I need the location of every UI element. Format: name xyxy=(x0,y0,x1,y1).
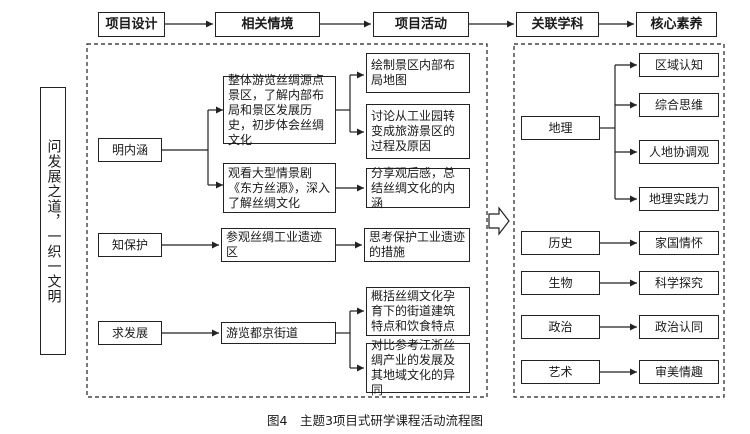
literacy-integrated-thinking: 综合思维 xyxy=(639,93,719,117)
context-box-dujing-street: 游览都京街道 xyxy=(221,322,336,344)
side-title: 问发展之道，一织一文明 xyxy=(40,87,66,355)
subject-geography: 地理 xyxy=(521,116,600,140)
literacy-regional-cognition: 区域认知 xyxy=(639,53,719,77)
subject-politics: 政治 xyxy=(521,315,600,339)
literacy-geographic-practice: 地理实践力 xyxy=(639,187,719,211)
activity-box-share-reflection: 分享观后感，总结丝绸文化的内涵 xyxy=(366,166,470,210)
phase-know-protection: 知保护 xyxy=(98,233,162,257)
activity-box-summarize-features: 概括丝绸文化孕育下的街道建筑特点和饮食特点 xyxy=(366,287,470,336)
activity-box-discuss-transformation: 讨论从工业园转变成旅游景区的过程及原因 xyxy=(366,104,470,159)
header-related-context: 相关情境 xyxy=(215,12,320,37)
figure-caption: 图4 主题3项目式研学课程活动流程图 xyxy=(267,413,483,428)
activity-box-draw-map: 绘制景区内部布局地图 xyxy=(366,53,470,93)
header-core-literacy: 核心素养 xyxy=(636,12,717,37)
context-box-industrial-relics: 参观丝绸工业遗迹区 xyxy=(221,228,336,262)
activity-box-compare-regions: 对比参考江浙丝绸产业的发展及其地域文化的异同 xyxy=(366,338,470,397)
context-box-watch-drama: 观看大型情景剧《东方丝源》，深入了解丝绸文化 xyxy=(223,163,336,213)
context-box-scenic-tour: 整体游览丝绸源点景区，了解内部布局和景区发展历史，初步体会丝绸文化 xyxy=(223,73,336,147)
literacy-human-earth-harmony: 人地协调观 xyxy=(639,140,719,164)
phase-understand-connotation: 明内涵 xyxy=(98,138,162,162)
phase-seek-development: 求发展 xyxy=(98,321,162,345)
literacy-aesthetic-taste: 审美情趣 xyxy=(639,360,719,384)
subject-biology: 生物 xyxy=(521,271,600,295)
transition-arrow xyxy=(488,206,510,236)
subject-art: 艺术 xyxy=(521,360,600,384)
header-project-design: 项目设计 xyxy=(98,12,165,37)
literacy-political-identity: 政治认同 xyxy=(639,315,719,339)
literacy-patriotism: 家国情怀 xyxy=(639,231,719,255)
activity-box-protection-measures: 思考保护工业遗迹的措施 xyxy=(364,228,470,262)
left-group-frame xyxy=(86,43,488,398)
literacy-scientific-inquiry: 科学探究 xyxy=(639,271,719,295)
header-related-subject: 关联学科 xyxy=(516,12,599,37)
right-group-frame xyxy=(513,43,725,398)
header-project-activity: 项目活动 xyxy=(373,12,469,37)
subject-history: 历史 xyxy=(521,231,600,255)
